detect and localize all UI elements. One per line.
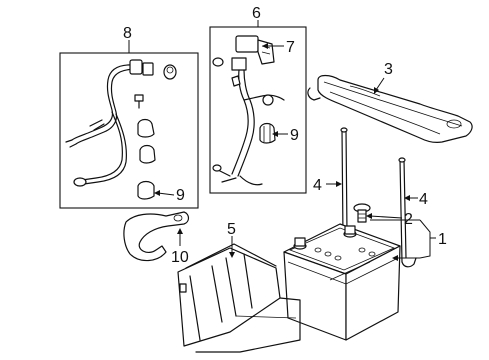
leader-lines [128, 20, 436, 261]
callout-8: 8 [123, 25, 132, 42]
positive-cable-assembly [212, 35, 285, 186]
callout-9-upper: 9 [290, 127, 299, 144]
terminal-nut [353, 203, 371, 223]
callout-10: 10 [171, 249, 189, 266]
callout-6: 6 [252, 5, 261, 22]
callout-4-right: 4 [419, 191, 428, 208]
callout-5: 5 [227, 221, 236, 238]
hold-down-rod-right [398, 157, 417, 268]
callout-7: 7 [286, 39, 295, 56]
callout-3: 3 [384, 61, 393, 78]
battery [283, 223, 401, 341]
battery-hold-down [307, 74, 473, 143]
callout-2: 2 [404, 211, 413, 228]
callout-1: 1 [438, 231, 447, 248]
battery-tray [177, 243, 301, 353]
callout-9-lower: 9 [176, 187, 185, 204]
negative-cable-assembly [65, 59, 177, 200]
callout-4-left: 4 [313, 177, 322, 194]
cable-clamp [123, 211, 190, 262]
